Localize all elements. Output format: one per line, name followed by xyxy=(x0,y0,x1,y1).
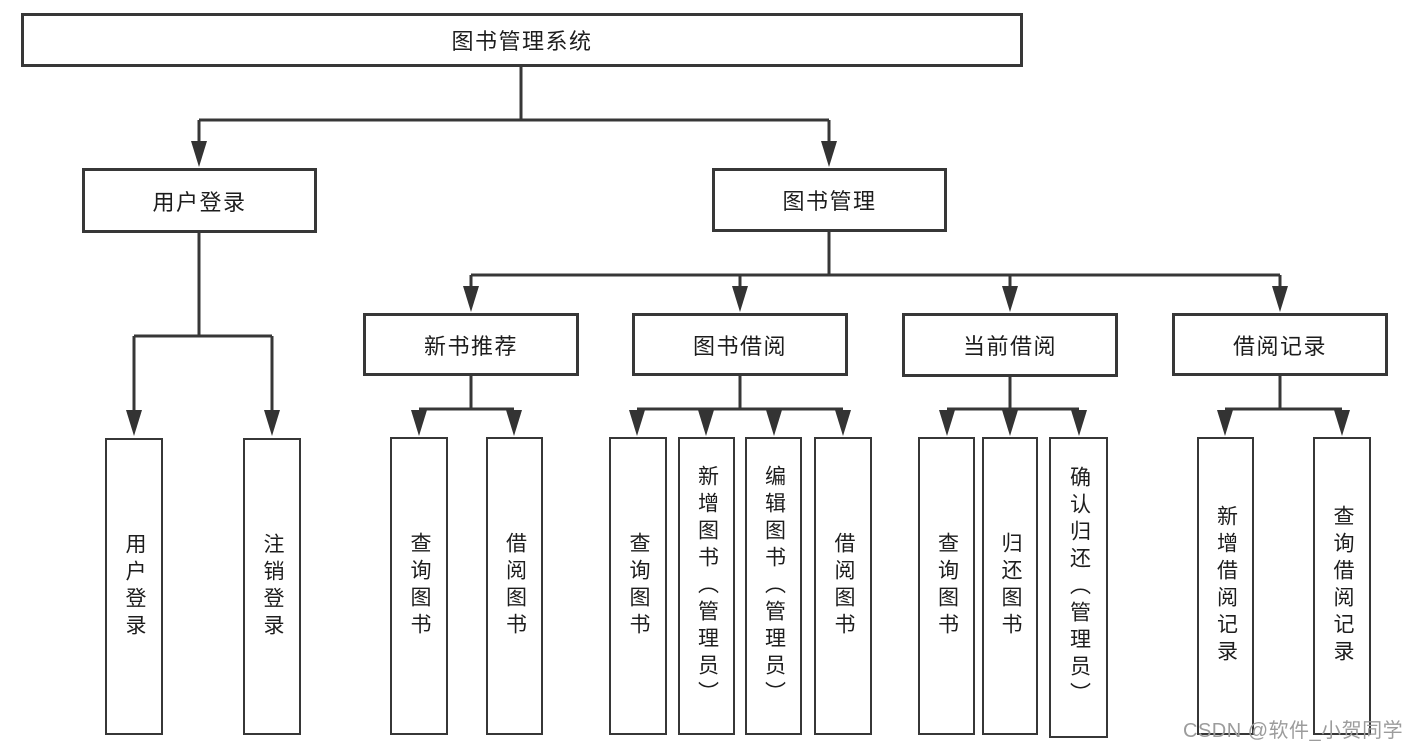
leaf-user-login: 用户登录 xyxy=(105,438,163,735)
leaf-return-books: 归还图书 xyxy=(982,437,1038,735)
node-book-management: 图书管理 xyxy=(712,168,947,232)
node-root-label: 图书管理系统 xyxy=(451,29,593,54)
arrowheads xyxy=(126,141,1350,436)
node-book-borrowing-label: 图书借阅 xyxy=(692,333,787,359)
leaf-edit-book-admin: 编辑图书（管理员） xyxy=(745,437,802,735)
leaf-edit-book-admin-label: 编辑图书（管理员） xyxy=(762,464,786,708)
leaf-user-login-label: 用户登录 xyxy=(123,532,147,641)
leaf-logout-login: 注销登录 xyxy=(243,438,301,735)
node-borrowing-records-label: 借阅记录 xyxy=(1232,333,1327,359)
leaf-borrow-books-1: 借阅图书 xyxy=(486,437,543,735)
node-new-book-recommend-label: 新书推荐 xyxy=(423,333,518,359)
leaf-confirm-return-admin: 确认归还（管理员） xyxy=(1049,437,1108,738)
leaf-query-books-1-label: 查询图书 xyxy=(408,532,432,640)
leaf-add-book-admin: 新增图书（管理员） xyxy=(678,437,735,735)
node-book-management-label: 图书管理 xyxy=(782,189,877,214)
leaf-add-borrow-record-label: 新增借阅记录 xyxy=(1214,505,1238,667)
leaf-borrow-books-2: 借阅图书 xyxy=(814,437,872,735)
csdn-watermark: CSDN @软件_小贺同学 xyxy=(1183,720,1404,742)
node-user-login-label: 用户登录 xyxy=(152,189,247,215)
node-current-borrowing-label: 当前借阅 xyxy=(962,334,1057,359)
leaf-query-books-1: 查询图书 xyxy=(390,437,448,735)
leaf-borrow-books-1-label: 借阅图书 xyxy=(503,532,527,640)
node-current-borrowing: 当前借阅 xyxy=(902,313,1118,377)
leaf-query-books-3-label: 查询图书 xyxy=(935,532,959,640)
leaf-return-books-label: 归还图书 xyxy=(999,532,1023,640)
leaf-borrow-books-2-label: 借阅图书 xyxy=(832,532,856,640)
node-root-system: 图书管理系统 xyxy=(21,13,1023,67)
leaf-logout-login-label: 注销登录 xyxy=(261,532,285,641)
leaf-query-books-2-label: 查询图书 xyxy=(627,532,651,640)
leaf-query-borrow-record: 查询借阅记录 xyxy=(1313,437,1371,735)
node-borrowing-records: 借阅记录 xyxy=(1172,313,1388,376)
leaf-add-book-admin-label: 新增图书（管理员） xyxy=(695,464,719,708)
node-new-book-recommend: 新书推荐 xyxy=(363,313,579,376)
node-book-borrowing: 图书借阅 xyxy=(632,313,848,376)
leaf-query-books-3: 查询图书 xyxy=(918,437,975,735)
leaf-confirm-return-admin-label: 确认归还（管理员） xyxy=(1067,466,1091,709)
leaf-query-books-2: 查询图书 xyxy=(609,437,667,735)
leaf-add-borrow-record: 新增借阅记录 xyxy=(1197,437,1254,735)
leaf-query-borrow-record-label: 查询借阅记录 xyxy=(1331,505,1355,667)
node-user-login: 用户登录 xyxy=(82,168,317,233)
